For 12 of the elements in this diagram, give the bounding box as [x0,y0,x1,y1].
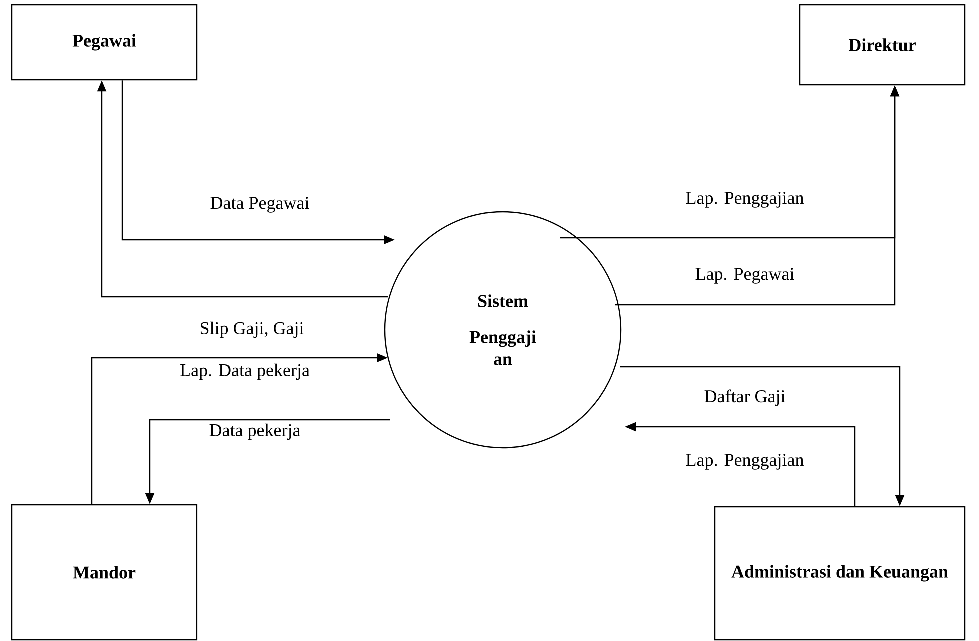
edge-label: Lap. Penggajian [686,454,804,470]
edge-label: Lap. Penggajian [686,192,804,208]
edge-label: Lap. Data pekerja [180,364,310,380]
entity-box: Mandor [11,504,198,641]
entity-box: Pegawai [11,4,198,81]
edge-label: Data Pegawai [210,197,310,213]
entity-box: Administrasi dan Keuangan [714,506,966,641]
edge-label: Slip Gaji, Gaji [200,322,304,338]
edge-label: Data pekerja [210,424,300,440]
entity-box: Direktur [799,4,966,86]
edge-label: Daftar Gaji [704,390,786,406]
edge-label: Lap. Pegawai [696,268,794,284]
